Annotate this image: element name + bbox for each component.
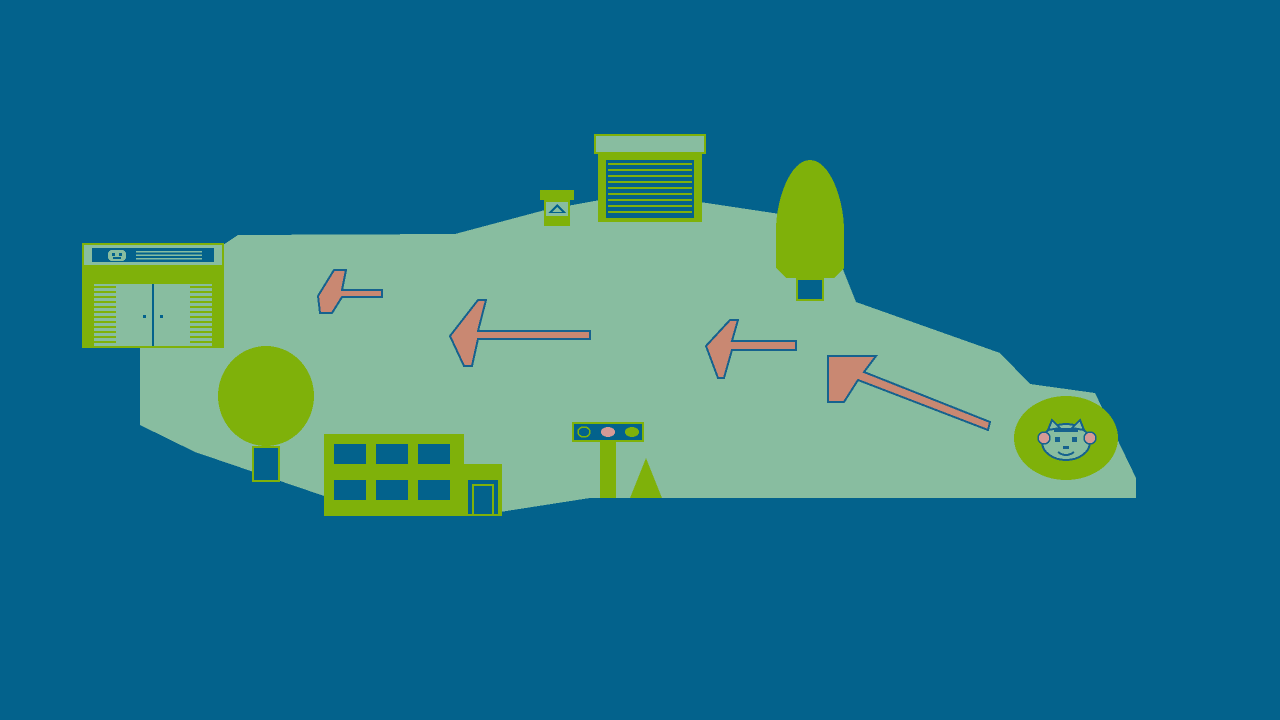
apartment-windows <box>334 444 450 500</box>
shop-building[interactable] <box>82 243 224 348</box>
tall-tree <box>776 160 844 301</box>
shop-shutter-right <box>190 286 212 343</box>
route-arrow-2 <box>448 299 591 367</box>
shop-shutter-left <box>94 286 116 343</box>
traffic-light-green-off <box>577 426 591 438</box>
garage-door-slats <box>608 163 692 213</box>
apartment-building[interactable] <box>324 434 502 516</box>
traffic-light-pink <box>601 427 615 437</box>
shop-sign-icon <box>108 250 126 261</box>
traffic-light-green <box>625 427 639 437</box>
traffic-light <box>572 422 644 498</box>
shop-door-divider <box>152 284 154 346</box>
mailbox[interactable] <box>540 190 574 226</box>
route-arrow-1 <box>316 269 383 314</box>
garage[interactable] <box>594 134 706 222</box>
character-face-icon <box>1037 418 1097 461</box>
route-arrow-3 <box>704 319 797 379</box>
character-token[interactable] <box>1014 396 1118 480</box>
cone <box>630 458 662 498</box>
round-tree <box>218 346 314 482</box>
route-arrow-4 <box>827 355 992 432</box>
